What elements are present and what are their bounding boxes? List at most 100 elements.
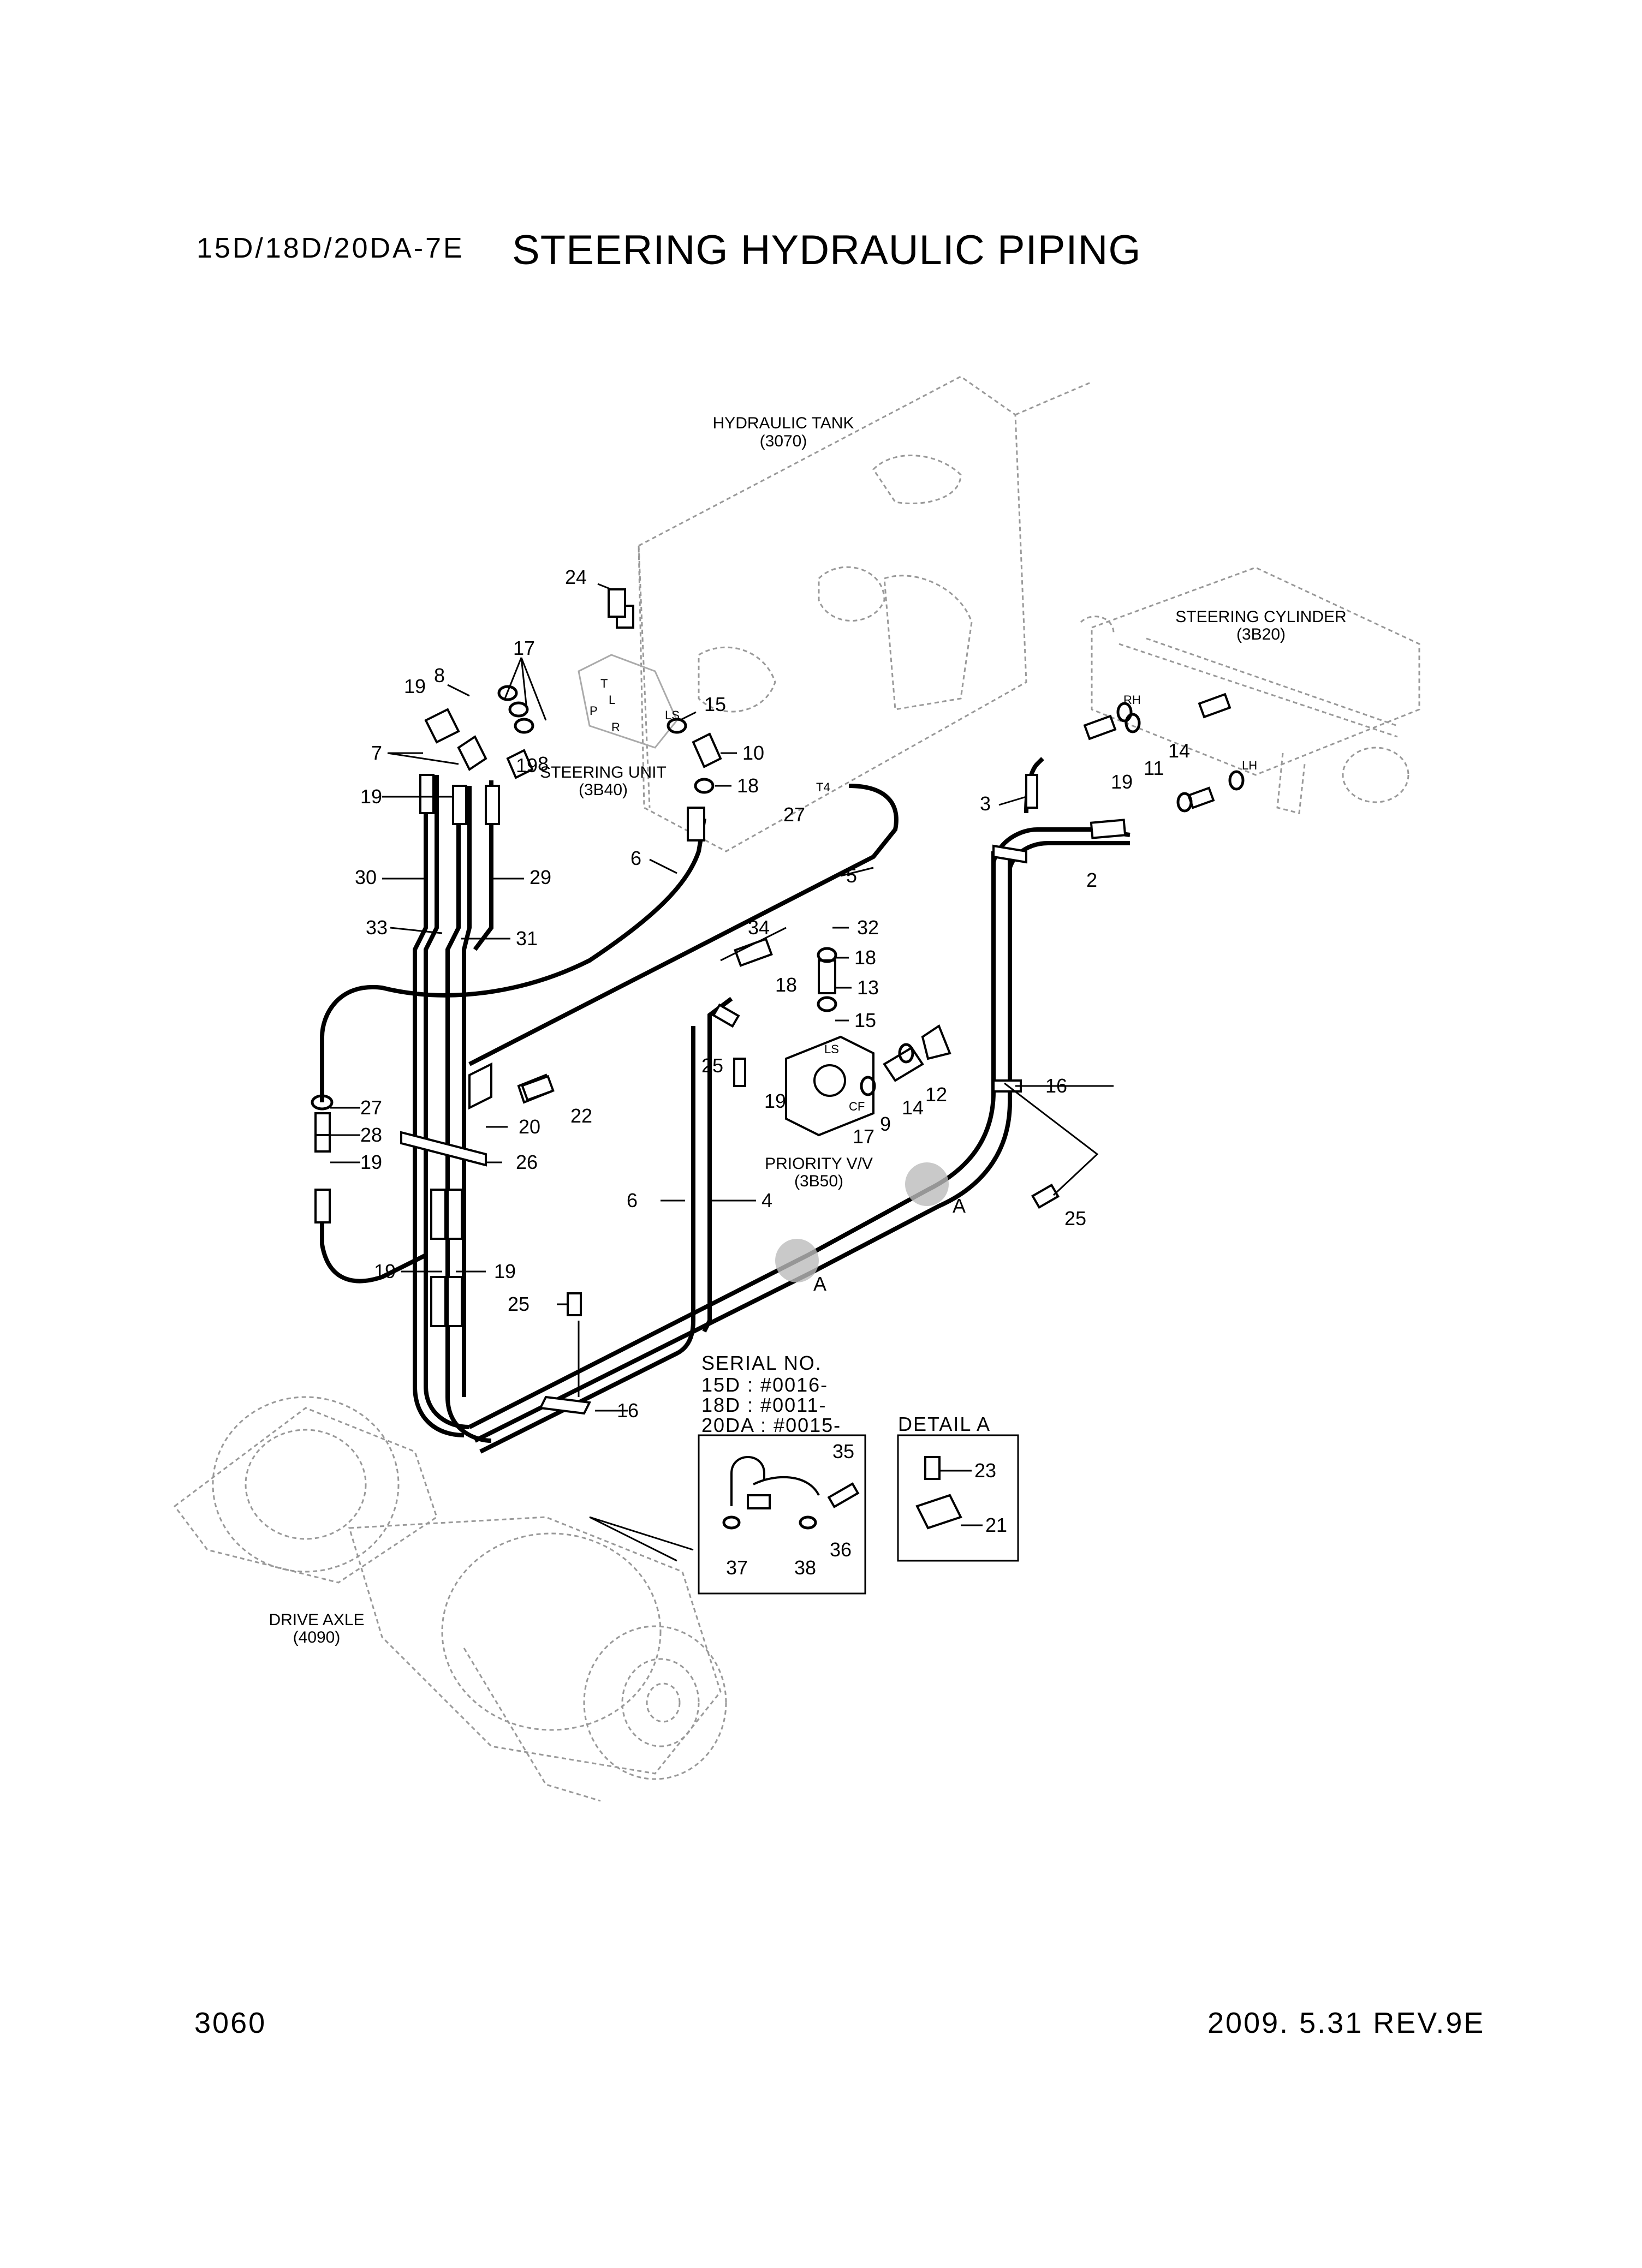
- serial-no-box: [698, 1434, 866, 1595]
- part-37: 37: [726, 1556, 748, 1579]
- callout-25: 25: [701, 1054, 723, 1077]
- hose-6-upper: [320, 818, 706, 1102]
- drive-axle-label: DRIVE AXLE: [269, 1611, 364, 1629]
- component-labels: HYDRAULIC TANK (3070) STEERING CYLINDER …: [269, 414, 1346, 1646]
- callout-13: 13: [857, 976, 879, 999]
- callout-a-2: A: [813, 1273, 826, 1295]
- callout-19-b: 19: [516, 754, 538, 777]
- steering-cylinder-ghost: [1080, 566, 1420, 814]
- part-35: 35: [832, 1440, 854, 1463]
- steering-cylinder-label: STEERING CYLINDER: [1175, 608, 1346, 626]
- callout-19-d: 19: [1111, 771, 1133, 793]
- callout-3: 3: [980, 792, 991, 815]
- hose-5: [468, 784, 899, 1066]
- callout-6: 6: [630, 847, 641, 869]
- drive-axle-ref: (4090): [293, 1628, 341, 1646]
- callout-10: 10: [742, 742, 764, 764]
- callout-8-b: 8: [538, 753, 549, 775]
- hose-6-lower-loop: [320, 1201, 427, 1284]
- callout-19-g: 19: [374, 1260, 396, 1282]
- callout-31: 31: [516, 927, 538, 950]
- callout-19-e: 19: [764, 1090, 786, 1112]
- loose-fittings: [311, 588, 1245, 1316]
- hydraulic-tank-ref: (3070): [760, 432, 807, 450]
- port-cf: CF: [849, 1100, 865, 1113]
- serial-no-text: SERIAL NO. 15D : #0016- 18D : #0011- 20D…: [701, 1352, 854, 1579]
- callout-17: 17: [513, 637, 535, 659]
- callout-7: 7: [371, 742, 382, 764]
- callout-11: 11: [1144, 757, 1164, 779]
- detail-a-text: DETAIL A 23 21: [898, 1413, 1007, 1536]
- steering-unit-label: STEERING UNIT: [540, 763, 667, 781]
- serial-heading: SERIAL NO.: [701, 1352, 822, 1374]
- callout-32: 32: [857, 916, 879, 939]
- serial-line-20da: 20DA : #0015-: [701, 1414, 841, 1436]
- callout-34: 34: [748, 916, 770, 939]
- priority-valve-label: PRIORITY V/V: [765, 1155, 873, 1173]
- callout-20: 20: [519, 1115, 540, 1138]
- leader-lines: [330, 583, 1114, 1562]
- serial-line-18d: 18D : #0011-: [701, 1394, 826, 1416]
- callout-a-1: A: [953, 1195, 966, 1217]
- callout-19-h: 19: [494, 1260, 516, 1282]
- callout-2: 2: [1086, 869, 1097, 891]
- steering-unit: [424, 605, 722, 794]
- port-ls-priority: LS: [824, 1042, 839, 1056]
- callout-19-c: 19: [360, 785, 382, 808]
- callout-24: 24: [565, 566, 587, 588]
- callout-26: 26: [516, 1151, 538, 1173]
- detail-a-box: [897, 1434, 1019, 1562]
- hose-bundle-vertical: [413, 775, 493, 1443]
- callout-19-a: 19: [404, 675, 426, 697]
- port-l: L: [609, 693, 615, 707]
- callout-18-c: 18: [775, 974, 797, 996]
- steering-unit-ref: (3B40): [579, 781, 628, 799]
- callout-6-b: 6: [627, 1189, 638, 1211]
- callout-9: 9: [880, 1113, 891, 1135]
- port-rh: RH: [1123, 693, 1141, 707]
- port-p: P: [590, 704, 598, 718]
- callout-16: 16: [1045, 1075, 1067, 1097]
- callout-14-b: 14: [902, 1096, 924, 1119]
- model-code: 15D/18D/20DA-7E: [197, 232, 465, 264]
- page-number: 3060: [194, 2007, 267, 2039]
- priority-valve: [785, 947, 951, 1137]
- page-title: STEERING HYDRAULIC PIPING: [512, 227, 1141, 273]
- callout-25-c: 25: [508, 1293, 530, 1315]
- callout-numbers: 24 17 8 19 15 10 7 19 8 18 27 19 30 29 6…: [355, 566, 1190, 1422]
- detail-a-heading: DETAIL A: [898, 1413, 991, 1435]
- hydraulic-tank-label: HYDRAULIC TANK: [713, 414, 854, 432]
- callout-12: 12: [925, 1083, 947, 1106]
- callout-15: 15: [704, 693, 726, 715]
- callout-30: 30: [355, 866, 377, 888]
- detail-a-markers: [775, 1162, 949, 1282]
- part-36: 36: [830, 1538, 852, 1561]
- part-23: 23: [974, 1459, 996, 1482]
- callout-33: 33: [366, 916, 388, 939]
- port-r: R: [611, 720, 620, 734]
- revision-date: 2009. 5.31 REV.9E: [1207, 2007, 1485, 2039]
- drive-axle-ghost: [173, 1396, 727, 1802]
- callout-19-f: 19: [360, 1151, 382, 1173]
- callout-25-b: 25: [1064, 1207, 1086, 1230]
- callout-29: 29: [530, 866, 551, 888]
- callout-17-b: 17: [853, 1125, 874, 1148]
- callout-14: 14: [1168, 739, 1190, 762]
- callout-18-b: 18: [854, 946, 876, 969]
- port-ls: LS: [665, 708, 680, 722]
- steering-cylinder-ref: (3B20): [1236, 625, 1286, 643]
- callout-8: 8: [434, 664, 445, 687]
- port-t: T: [600, 677, 608, 690]
- hydraulic-tank-ghost: [638, 375, 1092, 852]
- callout-28: 28: [360, 1124, 382, 1146]
- port-labels: T L P R LS T4 RH LH LS CF: [590, 677, 1257, 1113]
- callout-27: 27: [783, 803, 805, 826]
- callout-4: 4: [761, 1189, 772, 1211]
- callout-15-b: 15: [854, 1009, 876, 1031]
- callout-27-b: 27: [360, 1096, 382, 1119]
- port-lh: LH: [1242, 759, 1257, 772]
- part-21: 21: [985, 1514, 1007, 1536]
- priority-valve-ref: (3B50): [794, 1172, 843, 1190]
- callout-18: 18: [737, 774, 759, 797]
- callout-16-b: 16: [617, 1399, 639, 1422]
